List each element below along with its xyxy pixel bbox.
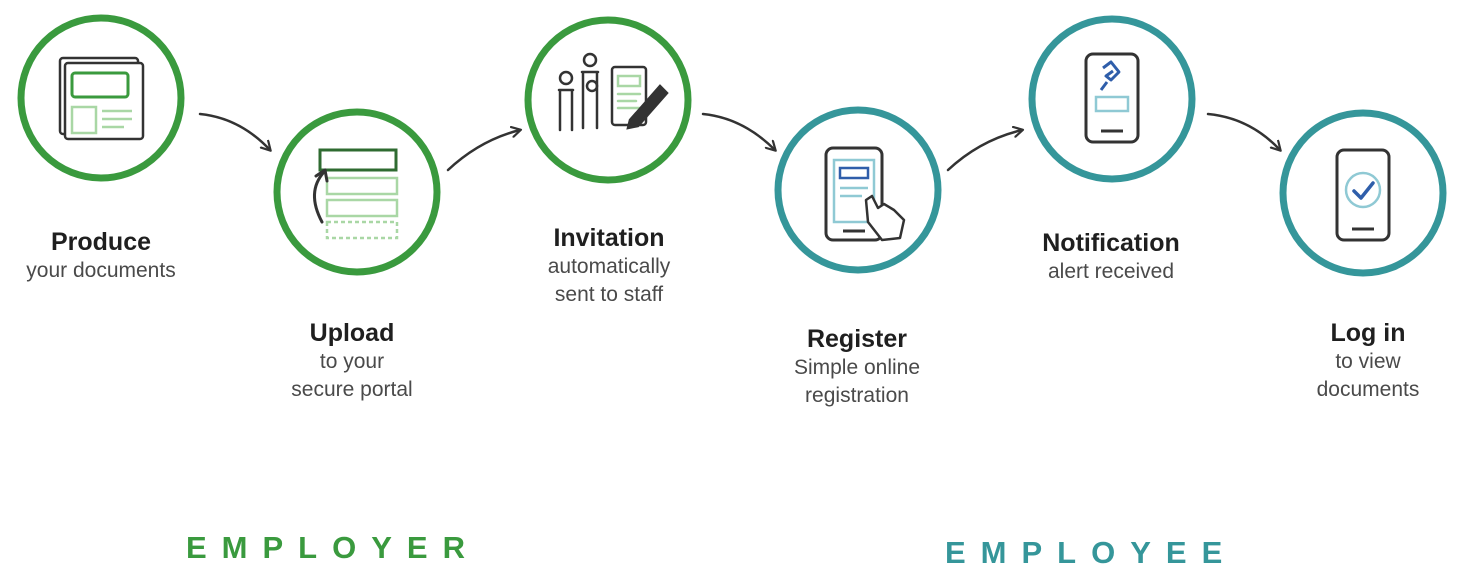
arrow-produce-to-upload [198,112,270,150]
step-title: Invitation [553,224,665,252]
phone-check-icon [1335,148,1391,242]
invitation-icon [557,52,669,132]
step-description: Simple online [793,356,921,379]
role-label-employee: EMPLOYEE [945,535,1238,570]
step-title: Log in [1330,319,1406,347]
arrow-upload-to-invitation [446,130,520,172]
step-description: your documents [26,259,176,282]
step-label-produce: Produce your documents [26,227,175,285]
step-circle-upload [273,108,441,276]
step-title: Upload [309,319,395,347]
arrow-register-to-notification [946,130,1022,172]
arrow-invitation-to-register [701,112,775,150]
arrow-notification-to-login [1206,112,1280,150]
upload-icon [313,148,399,240]
step-circle-invitation [524,16,692,184]
step-title: Register [806,325,908,353]
step-description: to view [1335,350,1401,373]
step-description: sent to staff [554,283,664,306]
step-title: Produce [50,228,152,256]
flow-arrows [198,112,1280,172]
step-description: automatically [547,255,671,278]
step-label-login: Log in to view documents [1317,318,1420,404]
step-label-upload: Upload to your secure portal [291,318,412,404]
documents-icon [58,56,145,141]
phone-alert-icon [1084,52,1140,144]
step-label-register: Register Simple online registration [794,324,920,410]
step-description: secure portal [291,378,413,401]
step-description: alert received [1047,260,1175,283]
step-description: registration [805,384,909,407]
phone-touch-icon [824,146,906,242]
step-label-invitation: Invitation automatically sent to staff [548,223,671,309]
step-description: documents [1316,378,1420,401]
role-label-employer: EMPLOYER [186,530,480,565]
step-title: Notification [1042,229,1180,257]
step-label-notification: Notification alert received [1042,228,1180,286]
step-description: to your [319,350,385,373]
